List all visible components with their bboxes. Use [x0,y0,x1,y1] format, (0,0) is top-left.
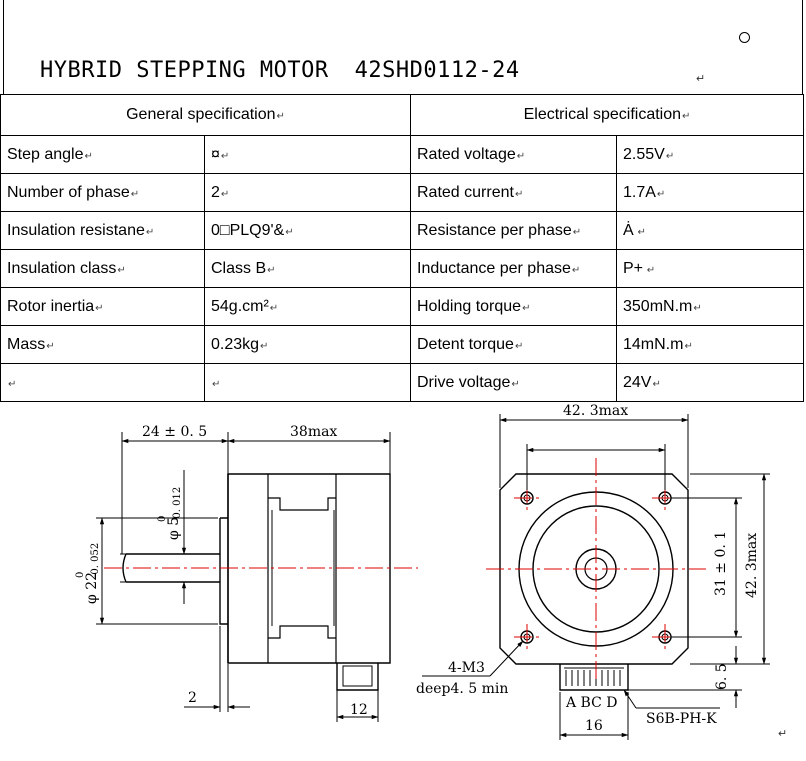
electrical-label: Resistance per phase↵ [410,211,617,250]
table-row: Mass↵ 0.23kg↵ Detent torque↵ 14mN.m↵ [0,325,805,364]
paragraph-mark: ↵ [778,728,788,740]
boss-outline [219,517,228,625]
general-value: 54g.cm²↵ [204,287,411,326]
general-value: 0.23kg↵ [204,325,411,364]
front-flange-outline [499,473,689,665]
electrical-value: P+ ↵ [615,249,805,288]
table-row: Rotor inertia↵ 54g.cm²↵ Holding torque↵ … [0,287,805,326]
general-label: Number of phase↵ [0,173,205,212]
general-value: ¤↵ [204,135,411,174]
dim-connector-length: 16 [585,718,603,734]
dim-connector-width: 12 [350,702,368,718]
electrical-value: 350mN.m↵ [615,287,805,326]
frame-right-top [802,0,803,94]
electrical-value: Ȧ ↵ [615,211,805,250]
dim-shaft-length: 24 ± 0. 5 [142,424,207,440]
general-label: Mass↵ [0,325,205,364]
table-row: Insulation resistane↵ 0□PLQ9'&↵ Resistan… [0,211,805,250]
dim-hole-spacing: 31 ± 0. 1 [713,531,729,596]
spec-header-row: General specification↵ Electrical specif… [0,94,805,136]
electrical-label: Drive voltage↵ [410,363,617,402]
front-connector [559,664,629,691]
table-row: ↵ ↵ Drive voltage↵ 24V↵ [0,363,805,402]
electrical-value: 14mN.m↵ [615,325,805,364]
motor-drawing: 24 ± 0. 5 38max φ 5 0 -0. 012 φ 22 0 -0.… [75,403,770,740]
electrical-value: 1.7A↵ [615,173,805,212]
dim-boss-tol-lower: -0. 052 [90,543,101,578]
general-label: ↵ [0,363,205,402]
electrical-label: Rated current↵ [410,173,617,212]
electrical-label: Holding torque↵ [410,287,617,326]
spec-table: General specification↵ Electrical specif… [0,94,805,402]
front-view [499,473,689,691]
electrical-value: 2.55V↵ [615,135,805,174]
connector-part-number: S6B-PH-K [646,711,717,727]
general-value: Class B↵ [204,249,411,288]
electrical-value: 24V↵ [615,363,805,402]
table-row: Number of phase↵ 2↵ Rated current↵ 1.7A↵ [0,173,805,212]
electrical-label: Detent torque↵ [410,325,617,364]
dim-width-max: 42. 3max [563,403,628,419]
dim-boss-dia: φ 22 [84,572,100,604]
general-value: 2↵ [204,173,411,212]
general-label: Rotor inertia↵ [0,287,205,326]
holes-label: 4-M3 [448,660,485,676]
dim-shaft-dia: φ 5 [166,517,182,540]
table-row: Step angle↵ ¤↵ Rated voltage↵ 2.55V↵ [0,135,805,174]
dim-body-length: 38max [290,424,337,440]
general-label: Insulation resistane↵ [0,211,205,250]
model-number: 42SHD0112-24 [354,58,520,83]
table-row: Insulation class↵ Class B↵ Inductance pe… [0,249,805,288]
dim-shaft-tol-lower: -0. 012 [172,487,183,522]
electrical-label: Inductance per phase↵ [410,249,617,288]
general-label: Step angle↵ [0,135,205,174]
general-label: Insulation class↵ [0,249,205,288]
dim-boss-tol-upper: 0 [75,572,86,578]
document-title: HYBRID STEPPING MOTOR 42SHD0112-24 [40,58,520,83]
connector-pin-labels: A BC D [565,695,618,711]
side-connector [336,663,379,691]
frame-left-top [3,0,4,94]
electrical-label: Rated voltage↵ [410,135,617,174]
circle-mark [739,32,750,43]
holes-depth: deep4. 5 min [416,681,508,697]
dim-height-max: 42. 3max [744,533,760,598]
title-text: HYBRID STEPPING MOTOR [40,58,329,83]
general-value: 0□PLQ9'&↵ [204,211,411,250]
dim-boss-height: 2 [188,690,197,706]
front-centerlines [486,458,706,680]
paragraph-mark: ↵ [696,73,706,85]
general-value: ↵ [204,363,411,402]
electrical-heading: Electrical specification↵ [409,94,805,136]
dim-connector-offset: 6. 5 [714,663,730,690]
dim-shaft-tol-upper: 0 [157,516,168,522]
general-heading: General specification↵ [0,94,411,136]
